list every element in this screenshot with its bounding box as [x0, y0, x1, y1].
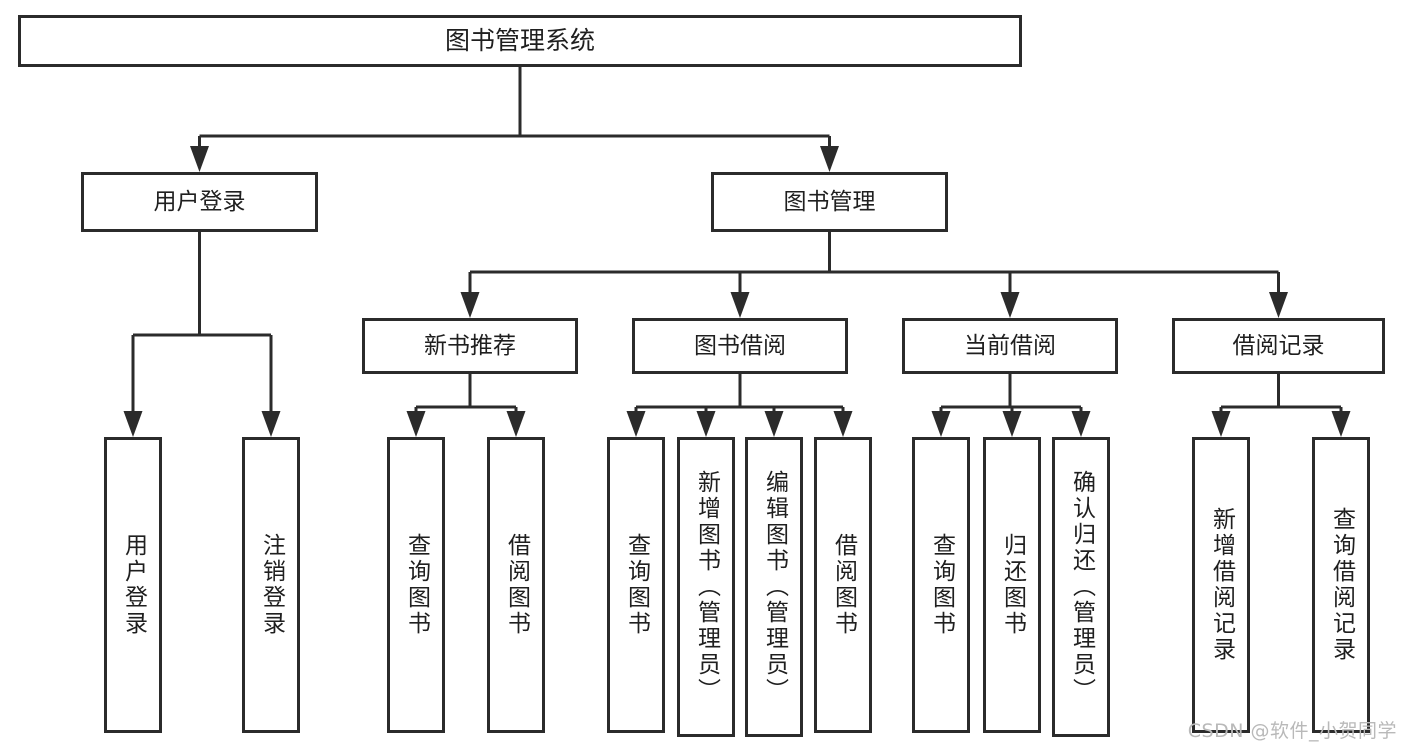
node-leaf-user-login[interactable]: 用户登录: [104, 437, 162, 733]
node-label: 当前借阅: [964, 332, 1056, 359]
node-label: 新增图书（管理员）: [693, 470, 720, 704]
node-book-manage[interactable]: 图书管理: [711, 172, 948, 232]
node-label: 查询借阅记录: [1328, 507, 1355, 663]
watermark-text: CSDN @软件_小贺同学: [1187, 720, 1397, 742]
node-leaf-query-book-2[interactable]: 查询图书: [607, 437, 665, 733]
node-new-book-rec[interactable]: 新书推荐: [362, 318, 578, 374]
node-leaf-confirm-return[interactable]: 确认归还（管理员）: [1052, 437, 1110, 737]
node-label: 借阅记录: [1232, 332, 1325, 359]
node-leaf-return-book[interactable]: 归还图书: [983, 437, 1041, 733]
node-label: 借阅图书: [830, 533, 857, 637]
node-label: 确认归还（管理员）: [1068, 470, 1095, 704]
node-label: 借阅图书: [503, 533, 530, 637]
node-leaf-borrow-book-1[interactable]: 借阅图书: [487, 437, 545, 733]
node-label: 新书推荐: [424, 332, 516, 359]
node-leaf-add-book[interactable]: 新增图书（管理员）: [677, 437, 735, 737]
node-label: 图书借阅: [694, 332, 786, 359]
node-label: 归还图书: [999, 533, 1026, 637]
node-user-login[interactable]: 用户登录: [81, 172, 318, 232]
node-current-borrow[interactable]: 当前借阅: [902, 318, 1118, 374]
node-root[interactable]: 图书管理系统: [18, 15, 1022, 67]
node-label: 新增借阅记录: [1208, 507, 1235, 663]
node-label: 用户登录: [120, 533, 147, 637]
node-leaf-borrow-book-2[interactable]: 借阅图书: [814, 437, 872, 733]
node-label: 查询图书: [928, 533, 955, 637]
node-label: 查询图书: [403, 533, 430, 637]
node-label: 图书管理系统: [444, 25, 595, 55]
node-label: 查询图书: [623, 533, 650, 637]
node-leaf-query-record[interactable]: 查询借阅记录: [1312, 437, 1370, 733]
node-borrow-record[interactable]: 借阅记录: [1172, 318, 1385, 374]
node-leaf-edit-book[interactable]: 编辑图书（管理员）: [745, 437, 803, 737]
node-label: 图书管理: [783, 188, 876, 215]
node-leaf-logout[interactable]: 注销登录: [242, 437, 300, 733]
node-leaf-add-record[interactable]: 新增借阅记录: [1192, 437, 1250, 733]
node-label: 用户登录: [153, 188, 246, 215]
node-label: 注销登录: [258, 533, 285, 637]
node-leaf-query-book-1[interactable]: 查询图书: [387, 437, 445, 733]
node-book-borrow[interactable]: 图书借阅: [632, 318, 848, 374]
node-label: 编辑图书（管理员）: [761, 470, 788, 704]
node-leaf-query-book-3[interactable]: 查询图书: [912, 437, 970, 733]
